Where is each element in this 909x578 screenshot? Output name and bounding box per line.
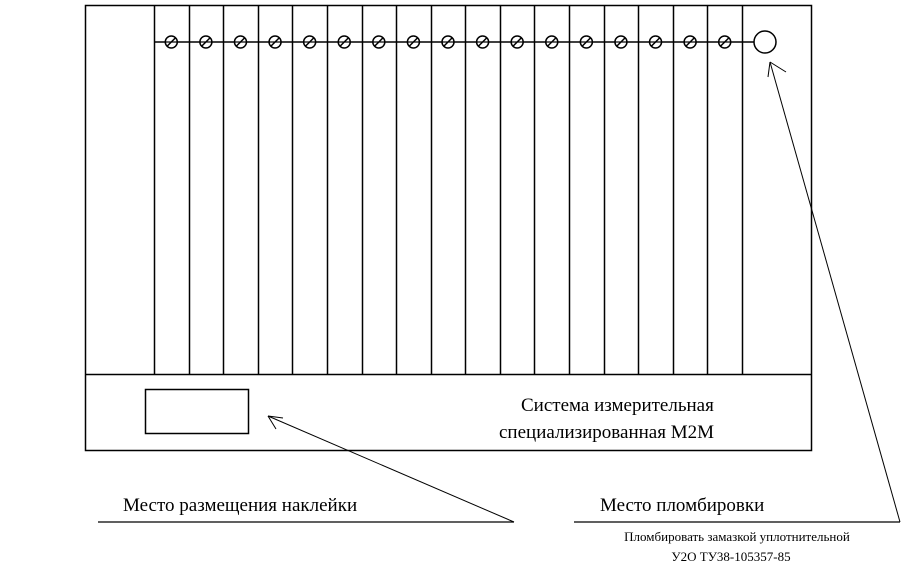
- sticker-label: Место размещения наклейки: [123, 495, 357, 516]
- screw-icon: [545, 35, 559, 49]
- screw-icon: [302, 35, 317, 49]
- sticker-area: [144, 388, 250, 435]
- screw-icon: [648, 35, 663, 49]
- screws: [164, 35, 732, 49]
- screw-icon: [683, 35, 697, 49]
- chassis-outline: [84, 4, 813, 452]
- seal-note-line2: У2О ТУ38-105357-85: [671, 549, 790, 564]
- seal-point-icon: [753, 30, 777, 54]
- screw-icon: [510, 35, 524, 49]
- module-slots: [153, 5, 744, 374]
- screw-icon: [372, 35, 386, 49]
- seal-label: Место пломбировки: [600, 495, 764, 516]
- sticker-leader-line: [267, 415, 515, 523]
- seal-leader-line: [769, 61, 901, 523]
- screw-icon: [233, 35, 248, 49]
- screw-icon: [579, 35, 594, 49]
- screw-icon: [441, 35, 455, 49]
- screw-icon: [406, 35, 421, 49]
- sticker-arrowhead-icon: [267, 415, 284, 430]
- seal-arrowhead-icon: [767, 61, 787, 78]
- screw-icon: [268, 35, 282, 49]
- panel-title-line2: специализированная М2М: [499, 422, 714, 443]
- screw-icon: [337, 35, 351, 49]
- panel-title-line1: Система измерительная: [521, 395, 714, 416]
- seal-note-line1: Пломбировать замазкой уплотнительной: [624, 529, 850, 544]
- screw-icon: [199, 35, 213, 49]
- screw-icon: [164, 35, 179, 49]
- screw-icon: [717, 35, 732, 49]
- screw-icon: [475, 35, 490, 49]
- screw-icon: [614, 35, 628, 49]
